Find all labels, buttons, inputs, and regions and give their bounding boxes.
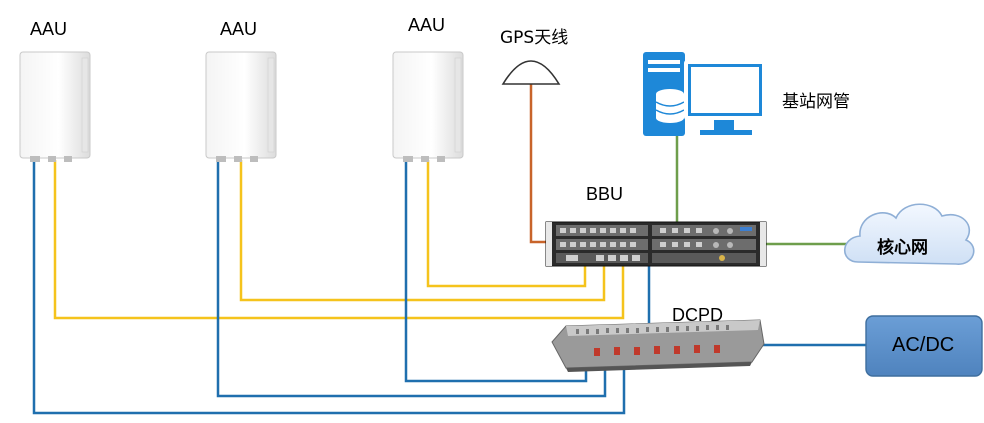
- aau-radio-unit-icon: [19, 51, 91, 162]
- aau-unit-1: [19, 51, 91, 162]
- cloud-icon: [843, 203, 975, 265]
- aau1-bbu-yellow-link: [53, 160, 625, 320]
- aau3-bbu-yellow-link: [426, 160, 587, 288]
- links-layer: [32, 83, 866, 415]
- power-supply-box-icon: [865, 315, 983, 377]
- aau-radio-unit-icon: [205, 51, 277, 162]
- aau-unit-2: [205, 51, 277, 162]
- ac-dc-label: AC/DC: [892, 334, 955, 356]
- core-network-label: 核心网: [877, 238, 928, 258]
- dcpd-label: DCPD: [672, 305, 724, 325]
- aau-radio-unit-icon: [392, 51, 464, 162]
- aau-label-3: AAU: [408, 15, 446, 35]
- server-and-monitor-icon: [643, 52, 766, 136]
- bbu-rack-chassis-icon: [545, 221, 767, 267]
- gps-bbu-orange-link: [529, 83, 552, 244]
- power-distribution-unit-icon: [551, 319, 765, 372]
- gps-antenna-label: GPS天线: [500, 28, 569, 48]
- aau2-bbu-yellow-link: [239, 160, 606, 302]
- aau-label-1: AAU: [30, 19, 68, 39]
- aau-unit-3: [392, 51, 464, 162]
- bbu-label: BBU: [586, 184, 624, 204]
- gps-antenna-dome-icon: [501, 60, 561, 85]
- aau-label-2: AAU: [220, 19, 258, 39]
- aau1-dcpd-blue-link: [32, 160, 626, 415]
- aau2-dcpd-blue-link: [216, 160, 607, 398]
- base-station-nms-label: 基站网管: [782, 92, 850, 112]
